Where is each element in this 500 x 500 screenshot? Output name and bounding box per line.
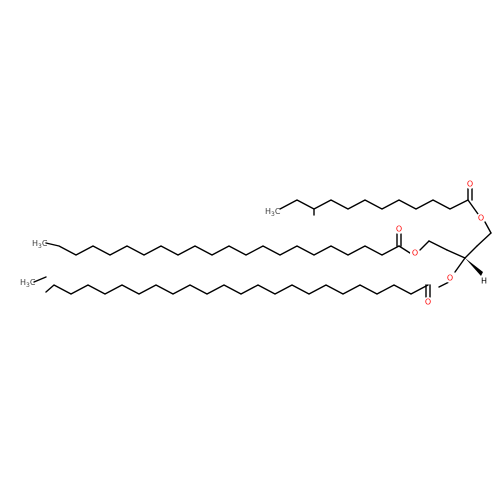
- svg-text:O: O: [478, 214, 484, 223]
- label-top-chain-end: H3C: [265, 207, 281, 218]
- svg-text:O: O: [467, 180, 473, 189]
- atom-o-low-carbonyl: O: [423, 297, 433, 307]
- svg-text:H: H: [481, 277, 487, 286]
- atom-o-mid-ester: O: [410, 248, 420, 258]
- label-bottom-chain-end: H3C: [20, 278, 36, 289]
- svg-text:O: O: [396, 225, 402, 234]
- atom-o-top-ester: O: [476, 213, 486, 223]
- atom-o-top-carbonyl: O: [465, 179, 475, 189]
- atom-stereo-h: H: [481, 277, 487, 286]
- stereo-wedge-bond: [465, 258, 483, 276]
- lower-ester-chain: [33, 276, 450, 298]
- glycerol-backbone: [428, 232, 492, 276]
- svg-text:O: O: [425, 298, 431, 307]
- svg-text:O: O: [447, 274, 453, 283]
- top-ester-chain: [279, 187, 492, 234]
- svg-text:O: O: [412, 249, 418, 258]
- label-middle-chain-end: H3C: [32, 239, 48, 250]
- atom-o-mid-carbonyl: O: [394, 224, 404, 234]
- atom-o-low-ester: O: [445, 273, 455, 283]
- middle-ester-chain: [45, 233, 430, 256]
